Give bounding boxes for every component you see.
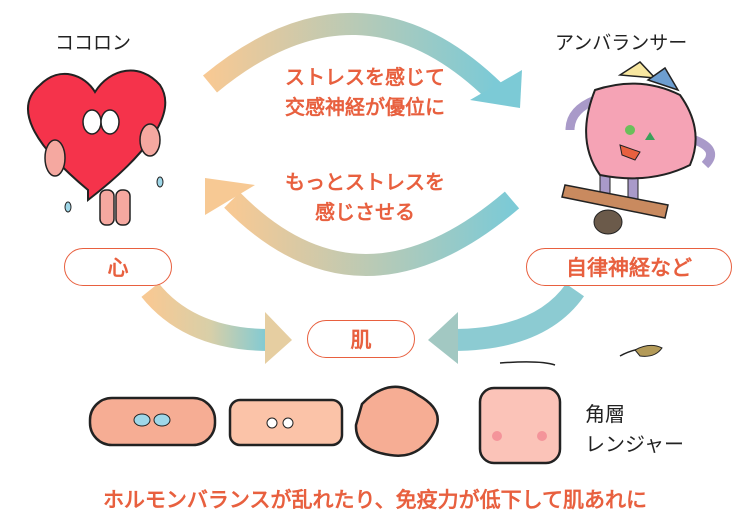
bottom-cycle-line1: もっとストレスを — [285, 170, 445, 194]
caption: ホルモンバランスが乱れたり、免疫力が低下して肌あれに — [102, 488, 648, 512]
bottom-cycle-text: もっとストレスを 感じさせる — [235, 167, 495, 227]
top-cycle-line1: ストレスを感じて — [285, 65, 445, 89]
skin-node: 肌 — [307, 320, 415, 358]
autonomic-node: 自律神経など — [526, 248, 732, 286]
bottom-cycle-arrow — [205, 178, 520, 276]
heart-character-name: ココロン — [55, 32, 132, 54]
skin-ranger-illustrations — [88, 344, 663, 465]
mind-node: 心 — [64, 248, 172, 286]
top-cycle-line2: 交感神経が優位に — [285, 95, 445, 119]
skin-ranger-name-line2: レンジャー — [585, 432, 684, 456]
top-cycle-arrow — [202, 12, 522, 108]
autonomic-to-skin-arrow — [428, 283, 585, 364]
top-cycle-text: ストレスを感じて 交感神経が優位に — [235, 62, 495, 122]
heart-character-illustration — [27, 69, 167, 226]
skin-ranger-name-line1: 角層 — [585, 402, 625, 426]
mind-to-skin-arrow — [141, 282, 292, 364]
imbalancer-character-name: アンバランサー — [555, 32, 688, 54]
imbalancer-character-illustration — [561, 61, 716, 235]
bottom-cycle-line2: 感じさせる — [315, 200, 415, 224]
